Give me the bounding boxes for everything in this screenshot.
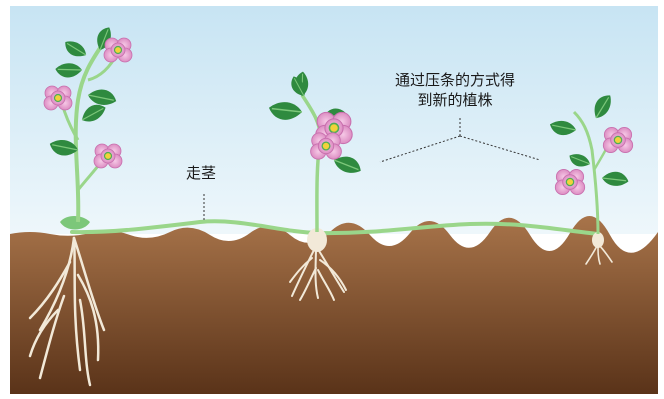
daughter-plant-icon [266, 70, 365, 301]
new-plants-label-line2: 到新的植株 [417, 91, 493, 109]
new-plants-label: 通过压条的方式得 到新的植株 [380, 70, 530, 110]
soil [10, 215, 658, 394]
mother-plant-icon [28, 23, 133, 387]
stolon-label: 走茎 [186, 164, 217, 182]
small-daughter-plant-icon [547, 90, 634, 265]
new-plants-leader-lines [379, 118, 541, 163]
new-plants-label-line1: 通过压条的方式得 [394, 71, 515, 89]
root-icon [28, 236, 106, 387]
